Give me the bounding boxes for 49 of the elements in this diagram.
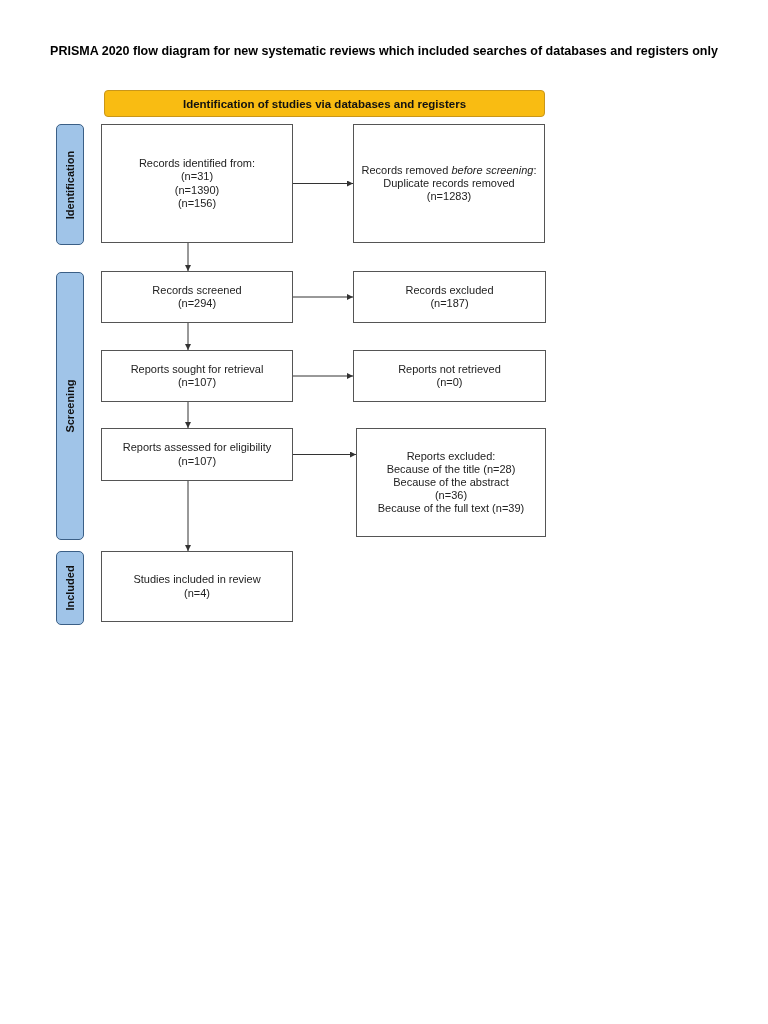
process-box (101, 350, 293, 402)
arrow (292, 373, 354, 379)
process-box (353, 124, 545, 243)
process-box (353, 271, 546, 323)
process-box (101, 551, 293, 622)
phase-label: Screening (64, 379, 76, 433)
box-text: (n=0) (436, 376, 463, 390)
process-box (101, 428, 293, 481)
arrow (185, 480, 191, 552)
box-text: (n=107) (177, 376, 217, 390)
section-header: Identification of studies via databases and registers (104, 90, 545, 117)
phase-bar (56, 551, 84, 625)
process-box (356, 428, 546, 537)
process-box (101, 124, 293, 243)
box-text: Because of the title (n=28) (386, 462, 516, 476)
arrow (292, 180, 354, 187)
box-text: Records removed before screening: (361, 163, 537, 177)
phase-label: Included (64, 565, 76, 611)
box-text: (n=4) (184, 586, 210, 600)
box-text: (n=36) (434, 489, 468, 503)
box-text: (n=187) (430, 297, 469, 311)
box-text: Reports not retrieved (398, 362, 501, 376)
box-text: Reports sought for retrieval (130, 362, 264, 376)
box-text: Duplicate records removed (383, 176, 515, 191)
arrow (185, 401, 191, 429)
box-text: Reports excluded: (406, 449, 496, 463)
box-text: (n=107) (177, 454, 217, 468)
phase-bar (56, 272, 84, 540)
arrow (185, 242, 191, 272)
box-text: Because of the full text (n=39) (377, 502, 525, 516)
phase-label: Identification (64, 150, 76, 219)
box-text: Studies included in review (133, 573, 261, 587)
arrow (185, 322, 191, 351)
box-text: (n=294) (177, 297, 217, 311)
box-text: Records identified from: (138, 157, 256, 171)
box-text: (n=1283) (426, 190, 472, 204)
box-text: Records screened (152, 283, 242, 297)
arrow (292, 451, 357, 458)
box-text: Records excluded (405, 283, 494, 297)
box-text: Because of the abstract (393, 475, 509, 490)
process-box (353, 350, 546, 402)
box-text: Reports assessed for eligibility (122, 441, 272, 455)
box-text: (n=1390) (174, 183, 220, 197)
box-text: (n=156) (177, 196, 217, 210)
diagram-title: PRISMA 2020 flow diagram for new systematic reviews which included searches of databases and registers only (49, 44, 719, 58)
arrow (292, 294, 354, 300)
box-text: (n=31) (180, 170, 214, 184)
process-box (101, 271, 293, 323)
phase-bar (56, 124, 84, 245)
